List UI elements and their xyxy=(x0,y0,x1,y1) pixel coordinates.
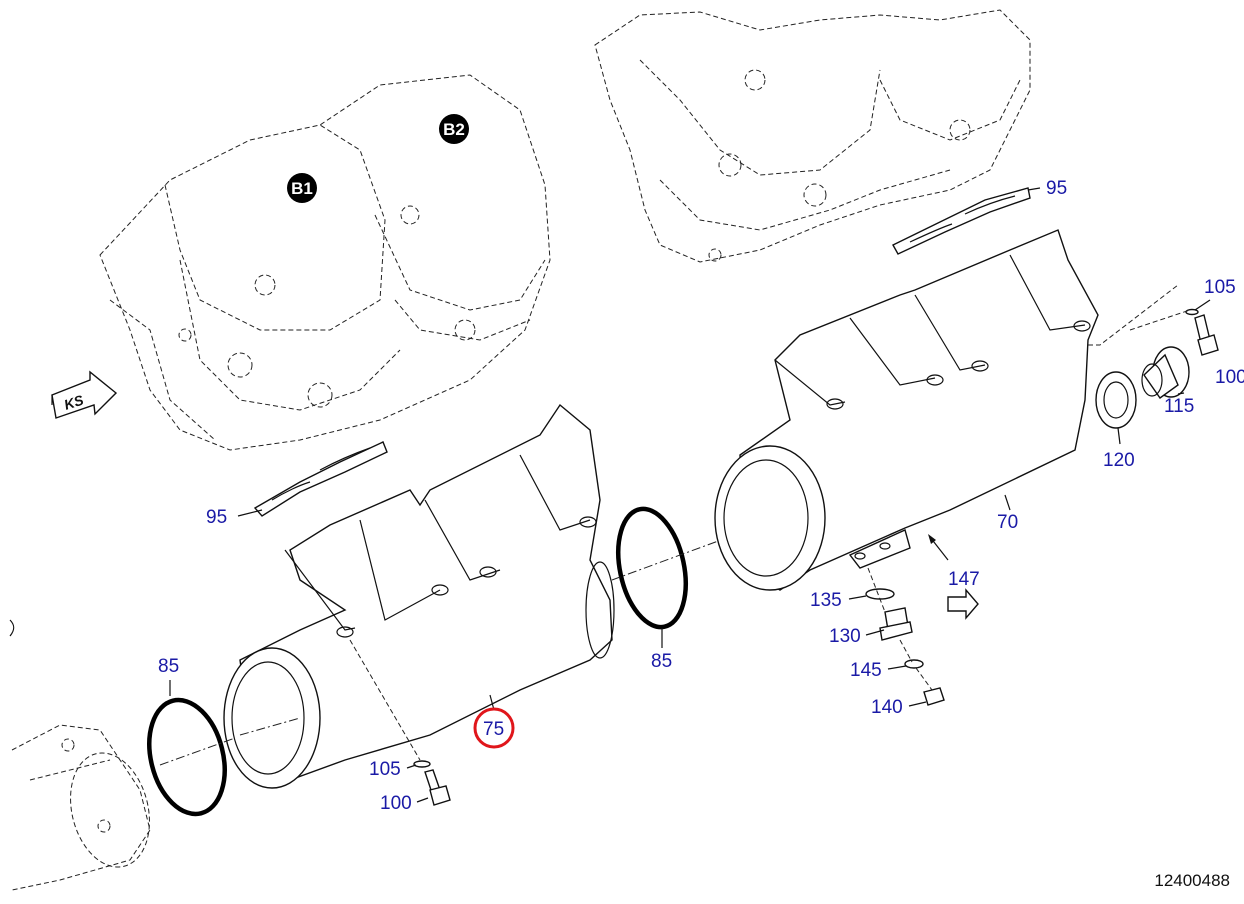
exhaust-pipe-ghost xyxy=(11,724,151,891)
edge-fragment xyxy=(9,619,15,637)
callout-140[interactable]: 140 xyxy=(871,697,903,718)
callout-105-right[interactable]: 105 xyxy=(1204,277,1236,298)
o-ring-85-left xyxy=(147,697,227,817)
exhaust-manifold-70 xyxy=(714,229,1099,591)
highlight-circle-75 xyxy=(473,707,515,749)
screw-plug-130 xyxy=(879,607,913,641)
direction-arrow-ks: KS xyxy=(51,370,118,419)
drawing-number: 12400488 xyxy=(1154,871,1230,890)
callout-145[interactable]: 145 xyxy=(850,660,882,681)
callout-100-left[interactable]: 100 xyxy=(380,793,412,814)
callout-115[interactable]: 115 xyxy=(1164,396,1194,417)
direction-label: KS xyxy=(62,391,86,412)
fitting-axis-lines xyxy=(867,567,933,691)
washer-105-left xyxy=(413,760,431,768)
callout-85-left[interactable]: 85 xyxy=(158,656,179,677)
bolt-axis-line-left xyxy=(349,639,421,761)
callout-85-right[interactable]: 85 xyxy=(651,651,672,672)
washer-135 xyxy=(865,588,895,600)
cylinder-head-left xyxy=(99,74,551,451)
exhaust-manifold-75 xyxy=(223,403,615,789)
washer-105-right xyxy=(1185,308,1199,316)
washer-145 xyxy=(904,659,924,669)
callout-120[interactable]: 120 xyxy=(1103,450,1135,471)
bolt-100-right xyxy=(1194,314,1219,356)
callout-147[interactable]: 147 xyxy=(948,569,980,590)
bolt-100-left xyxy=(424,769,451,806)
leader-lines xyxy=(169,187,1211,803)
callout-135[interactable]: 135 xyxy=(810,590,842,611)
flow-arrow-icon xyxy=(947,588,979,620)
callout-105-left[interactable]: 105 xyxy=(369,759,401,780)
callout-130[interactable]: 130 xyxy=(829,626,861,647)
callout-100-right[interactable]: 100 xyxy=(1215,367,1244,388)
callout-95-left[interactable]: 95 xyxy=(206,507,227,528)
assembly-leader-right xyxy=(1088,284,1191,346)
center-axis-line-left xyxy=(159,737,236,766)
bank-label-b2: B2 xyxy=(443,120,465,139)
gasket-95-right xyxy=(892,187,1031,255)
callout-95-right[interactable]: 95 xyxy=(1046,178,1067,199)
cylinder-head-right xyxy=(594,9,1031,263)
sealing-washer-120 xyxy=(1095,371,1137,429)
callout-75[interactable]: 75 xyxy=(483,719,504,740)
callout-70[interactable]: 70 xyxy=(997,512,1018,533)
gasket-95-left xyxy=(253,441,388,517)
bank-label-b1: B1 xyxy=(291,179,313,198)
sensor-plug-115 xyxy=(1141,346,1190,399)
plug-140 xyxy=(923,687,945,706)
bank-badge-b1: B1 xyxy=(287,173,317,203)
o-ring-85-right xyxy=(616,506,688,630)
leader-147-arrowhead xyxy=(928,534,936,544)
bank-badge-b2: B2 xyxy=(439,114,469,144)
